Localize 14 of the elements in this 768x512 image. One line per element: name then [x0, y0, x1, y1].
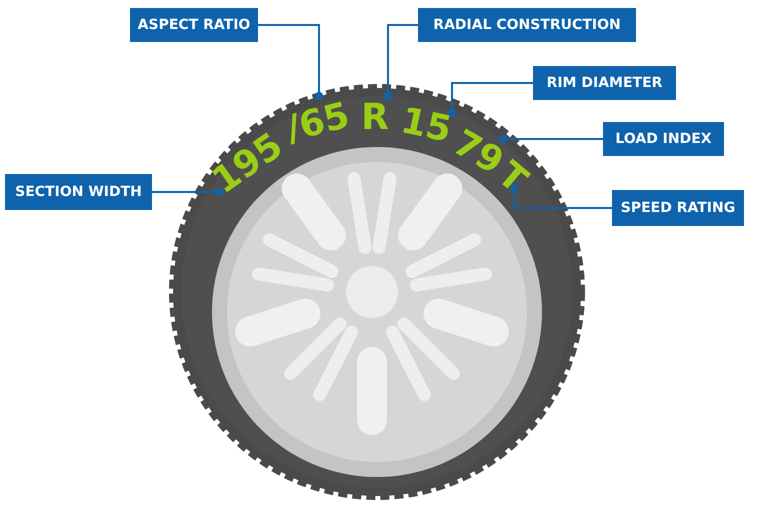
leader-line: [384, 24, 418, 100]
callout-label: ASPECT RATIO: [130, 8, 258, 42]
callout-label: RADIAL CONSTRUCTION: [418, 8, 636, 42]
leader-line: [448, 82, 533, 117]
leader-line: [499, 135, 603, 143]
callout-label: SPEED RATING: [612, 190, 744, 226]
leader-line: [152, 188, 223, 196]
sidewall-marking: R: [361, 100, 389, 136]
callout-label: RIM DIAMETER: [533, 66, 676, 100]
leader-line: [510, 184, 612, 209]
callout-label: LOAD INDEX: [603, 122, 724, 156]
sidewall-marking: 15: [398, 103, 454, 149]
leader-line: [258, 24, 323, 100]
callout-label: SECTION WIDTH: [5, 174, 152, 210]
